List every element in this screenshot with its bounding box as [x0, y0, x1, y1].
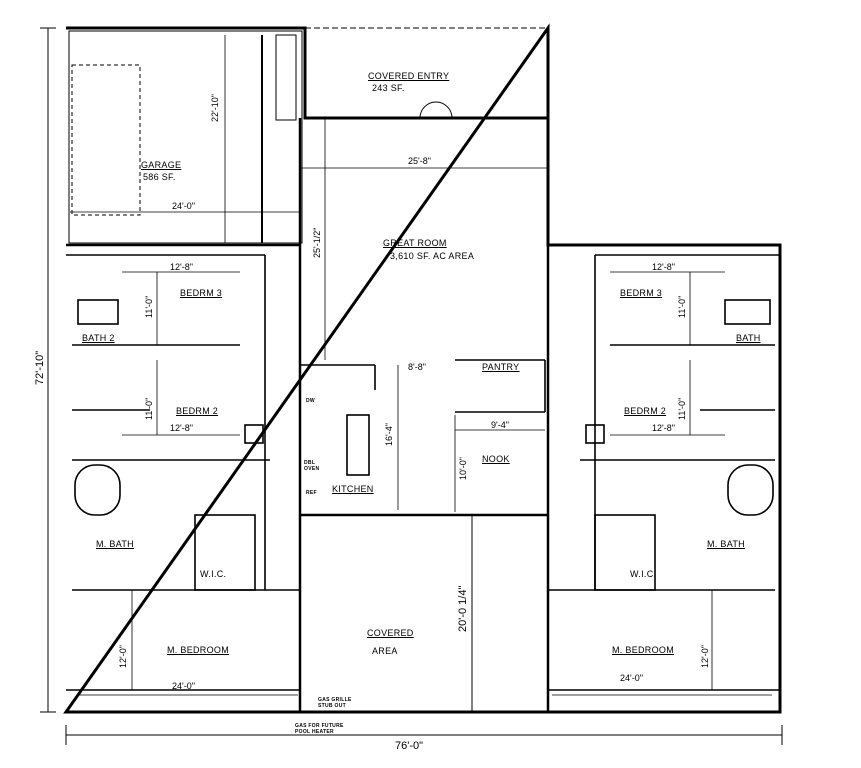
mbath-left-label: M. BATH: [96, 539, 134, 549]
mbedroom-right-label: M. BEDROOM: [612, 645, 675, 655]
great-room-label: GREAT ROOM: [383, 238, 447, 248]
covered-entry-label: COVERED ENTRY: [368, 71, 450, 81]
kitchen-height-dim: 16'-4": [384, 423, 394, 446]
refrigerator-label: REF: [306, 490, 317, 496]
covered-area-height-dim: 20'-0 1/4": [457, 585, 469, 632]
pantry-width-dim: 8'-8": [408, 362, 426, 372]
bedrm2-right-height-dim: 11'-0": [677, 397, 687, 420]
covered-entry-area: 243 SF.: [372, 83, 405, 93]
gas-grille-note: GAS GRILLE STUB OUT: [318, 697, 352, 709]
mbath-right-label: M. BATH: [707, 539, 745, 549]
bedrm3-left-height-dim: 11'-0": [144, 295, 154, 318]
kitchen-label: KITCHEN: [332, 484, 374, 494]
great-room-width-dim: 25'-8": [408, 156, 431, 166]
mbedroom-left-label: M. BEDROOM: [167, 645, 230, 655]
bedrm2-right-label: BEDRM 2: [624, 406, 667, 416]
covered-area-label-2: AREA: [372, 646, 398, 656]
nook-width-dim: 9'-4": [491, 420, 509, 430]
bedrm2-left-width-dim: 12'-8": [170, 423, 193, 433]
bedrm3-right-height-dim: 11'-0": [677, 295, 687, 318]
bedrm3-left-width-dim: 12'-8": [170, 262, 193, 272]
garage-depth-dim: 22'-10": [210, 94, 220, 122]
covered-area-label: COVERED: [367, 628, 414, 638]
dishwasher-label: DW: [306, 398, 315, 404]
garage-area: 586 SF.: [143, 172, 176, 182]
bedrm2-left-label: BEDRM 2: [176, 406, 219, 416]
bedrm3-right-width-dim: 12'-8": [652, 262, 675, 272]
mbed-right-width-dim: 24'-0": [620, 673, 643, 683]
great-room-area: 3,610 SF. AC AREA: [390, 251, 475, 261]
double-oven-label: DBL OVEN: [304, 460, 320, 472]
nook-label: NOOK: [482, 454, 510, 464]
wic-left-label: W.I.C.: [200, 569, 227, 579]
wic-right-label: W.I.C.: [630, 569, 657, 579]
mbed-left-width-dim: 24'-0": [172, 681, 195, 691]
bath2-right-label: BATH: [736, 333, 761, 343]
mbed-right-height-dim: 12'-0": [700, 645, 710, 668]
great-room-depth-dim: 25'-1/2": [312, 227, 322, 258]
garage-width-dim: 24'-0": [172, 201, 195, 211]
bedrm2-left-height-dim: 11'-0": [144, 397, 154, 420]
bedrm2-right-width-dim: 12'-8": [652, 423, 675, 433]
bath2-left-label: BATH 2: [82, 333, 115, 343]
nook-height-dim: 10'-0": [458, 457, 468, 480]
garage-label: GARAGE: [141, 160, 182, 170]
bedrm3-right-label: BEDRM 3: [620, 288, 663, 298]
mbed-left-height-dim: 12'-0": [118, 645, 128, 668]
overall-width-dim: 76'-0": [395, 740, 424, 752]
pantry-label: PANTRY: [482, 362, 520, 372]
overall-height-dim: 72'-10": [34, 350, 46, 385]
bedrm3-left-label: BEDRM 3: [180, 288, 223, 298]
gas-pool-note: GAS FOR FUTURE POOL HEATER: [295, 723, 344, 735]
